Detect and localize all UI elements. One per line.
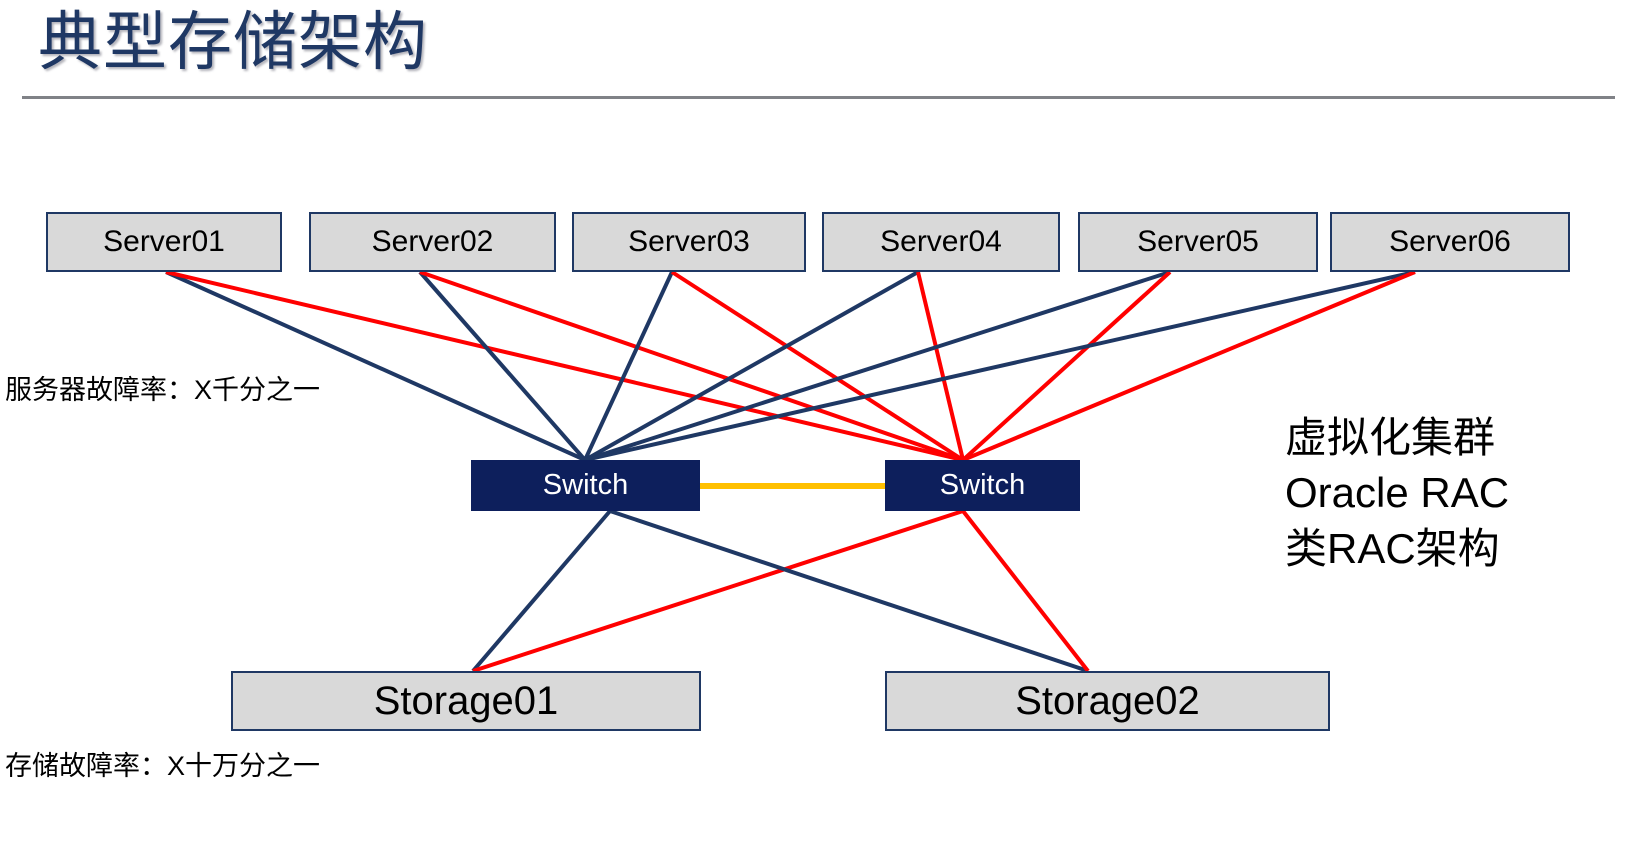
switch-box-2-label: Switch bbox=[939, 469, 1026, 501]
link-server5-switch2 bbox=[961, 270, 1172, 462]
link-server1-switch2 bbox=[165, 270, 964, 462]
storage-box-1-label: Storage01 bbox=[373, 678, 559, 723]
link-switch1-storage1 bbox=[471, 509, 612, 673]
server-box-3-label: Server03 bbox=[628, 225, 750, 258]
storage-box-2-label: Storage02 bbox=[1015, 678, 1200, 723]
server-box-2[interactable]: Server02 bbox=[309, 212, 556, 272]
link-switch2-storage1 bbox=[472, 509, 964, 673]
cluster-note-line-1: 虚拟化集群 bbox=[1285, 414, 1496, 461]
link-server4-switch2 bbox=[916, 271, 965, 461]
switch-box-1-label: Switch bbox=[542, 469, 629, 501]
server-failure-rate-note: 服务器故障率：X千分之一 bbox=[5, 375, 321, 405]
server-box-4-label: Server04 bbox=[880, 225, 1002, 258]
link-server3-switch2 bbox=[670, 270, 965, 462]
switch-box-2[interactable]: Switch bbox=[885, 460, 1080, 511]
switch-box-1[interactable]: Switch bbox=[471, 460, 700, 511]
title-divider bbox=[22, 96, 1615, 99]
server-box-3[interactable]: Server03 bbox=[572, 212, 806, 272]
server-box-1[interactable]: Server01 bbox=[46, 212, 282, 272]
server-box-1-label: Server01 bbox=[103, 225, 225, 258]
link-server5-switch1 bbox=[584, 270, 1171, 462]
server-box-5-label: Server05 bbox=[1137, 225, 1259, 258]
link-server6-switch2 bbox=[962, 270, 1416, 462]
server-box-2-label: Server02 bbox=[371, 225, 494, 258]
storage-box-2[interactable]: Storage02 bbox=[885, 671, 1330, 731]
link-server2-switch1 bbox=[418, 270, 587, 462]
cluster-note-line-3: 类RAC架构 bbox=[1285, 524, 1500, 572]
storage-failure-rate-note: 存储故障率：X十万分之一 bbox=[5, 751, 321, 781]
cluster-note-line-2: Oracle RAC bbox=[1285, 469, 1510, 517]
server-box-4[interactable]: Server04 bbox=[822, 212, 1060, 272]
page-title: 典型存储架构 bbox=[38, 6, 428, 78]
link-server6-switch1 bbox=[584, 270, 1416, 462]
link-server3-switch1 bbox=[583, 271, 674, 461]
server-box-6-label: Server06 bbox=[1389, 225, 1511, 258]
link-server4-switch1 bbox=[584, 270, 919, 462]
server-box-6[interactable]: Server06 bbox=[1330, 212, 1570, 272]
cluster-note: 虚拟化集群 Oracle RAC 类RAC架构 bbox=[1285, 410, 1509, 576]
link-switch1-storage2 bbox=[609, 509, 1089, 673]
server-box-5[interactable]: Server05 bbox=[1078, 212, 1318, 272]
link-server1-switch1 bbox=[165, 270, 586, 462]
storage-box-1[interactable]: Storage01 bbox=[231, 671, 701, 731]
link-server2-switch2 bbox=[419, 270, 964, 462]
link-switch2-storage2 bbox=[961, 509, 1090, 673]
